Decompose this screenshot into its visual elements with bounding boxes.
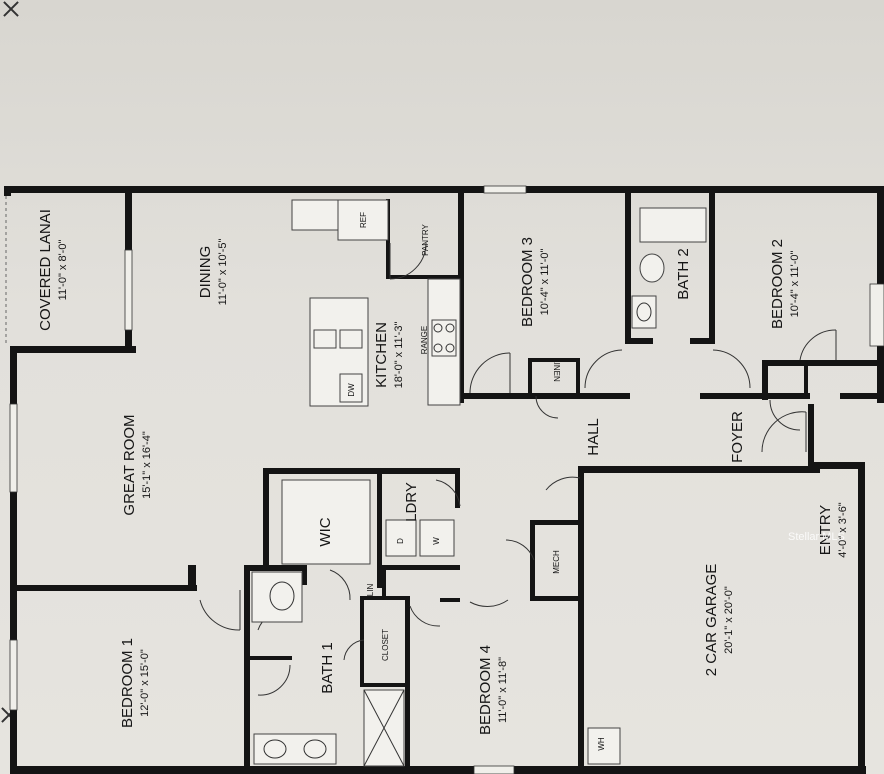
room-dims: 4'-0" x 3'-6" bbox=[837, 502, 849, 558]
great-room: GREAT ROOM 15'-1" x 16'-4" bbox=[121, 414, 153, 515]
ref-label: REF bbox=[359, 212, 368, 228]
room-name: BEDROOM 4 bbox=[477, 645, 494, 735]
windows bbox=[9, 185, 884, 774]
closet-label: CLOSET bbox=[381, 629, 390, 661]
room-dims: 11'-0" x 11'-8" bbox=[497, 657, 509, 723]
water-heater bbox=[587, 727, 621, 765]
room-name: FOYER bbox=[729, 411, 746, 463]
svg-text:D: D bbox=[396, 538, 405, 544]
svg-text:CLOSET: CLOSET bbox=[381, 629, 390, 661]
linen-label: LINEN bbox=[552, 358, 561, 382]
room-dims: 12'-0" x 15'-0" bbox=[139, 649, 151, 717]
bath-1: BATH 1 bbox=[319, 642, 336, 693]
svg-text:WH: WH bbox=[597, 737, 606, 751]
hall: HALL bbox=[585, 418, 602, 456]
watermark-logo: Stellar MLS bbox=[788, 531, 845, 543]
room-name: LDRY bbox=[403, 482, 420, 522]
covered-lanai: COVERED LANAI 11'-0" x 8'-0" bbox=[37, 209, 69, 331]
bedroom-3: BEDROOM 3 10'-4" x 11'-0" bbox=[519, 237, 551, 327]
garage: 2 CAR GARAGE 20'-1" x 20'-0" bbox=[703, 564, 735, 677]
room-name: BATH 2 bbox=[675, 248, 692, 299]
kitchen: KITCHEN 18'-0" x 11'-3" bbox=[373, 321, 405, 388]
svg-text:PANTRY: PANTRY bbox=[421, 223, 430, 255]
laundry: LDRY bbox=[403, 482, 420, 522]
room-name: 2 CAR GARAGE bbox=[703, 564, 720, 677]
room-name: BEDROOM 2 bbox=[769, 239, 786, 329]
bath2-fixtures bbox=[631, 207, 707, 329]
room-name: GREAT ROOM bbox=[121, 414, 138, 515]
lin-label: LIN bbox=[366, 584, 375, 597]
svg-text:W: W bbox=[432, 537, 441, 545]
room-name: ENTRY bbox=[817, 505, 834, 556]
bath-2: BATH 2 bbox=[675, 248, 692, 299]
svg-text:LINEN: LINEN bbox=[552, 358, 561, 382]
pantry-label: PANTRY bbox=[421, 223, 430, 255]
room-name: KITCHEN bbox=[373, 322, 390, 388]
room-dims: 10'-4" x 11'-0" bbox=[539, 248, 551, 315]
wic: WIC bbox=[317, 517, 334, 546]
room-dims: 10'-4" x 11'-0" bbox=[789, 250, 801, 317]
dryer-label: D bbox=[396, 538, 405, 544]
room-name: COVERED LANAI bbox=[37, 209, 54, 331]
dw-label: DW bbox=[347, 383, 356, 397]
room-name: BEDROOM 3 bbox=[519, 237, 536, 327]
kitchen-fixtures bbox=[291, 199, 461, 407]
bedroom-2: BEDROOM 2 10'-4" x 11'-0" bbox=[769, 239, 801, 329]
room-dims: 18'-0" x 11'-3" bbox=[393, 321, 405, 388]
svg-text:RANGE: RANGE bbox=[420, 326, 429, 354]
wh-label: WH bbox=[597, 737, 606, 751]
room-name: DINING bbox=[197, 246, 214, 299]
room-dims: 11'-0" x 10'-5" bbox=[217, 238, 229, 305]
svg-text:DW: DW bbox=[347, 383, 356, 397]
range-label: RANGE bbox=[420, 326, 429, 354]
room-name: BEDROOM 1 bbox=[119, 638, 136, 728]
foyer: FOYER bbox=[729, 411, 746, 463]
room-name: BATH 1 bbox=[319, 642, 336, 693]
dining: DINING 11'-0" x 10'-5" bbox=[197, 238, 229, 305]
room-dims: 20'-1" x 20'-0" bbox=[723, 586, 735, 654]
svg-text:LIN: LIN bbox=[366, 584, 375, 597]
svg-text:MECH: MECH bbox=[552, 550, 561, 574]
room-dims: 11'-0" x 8'-0" bbox=[57, 240, 69, 301]
bedroom-1: BEDROOM 1 12'-0" x 15'-0" bbox=[119, 638, 151, 728]
washer-label: W bbox=[432, 537, 441, 545]
room-name: HALL bbox=[585, 418, 602, 456]
mech-label: MECH bbox=[552, 550, 561, 574]
room-dims: 15'-1" x 16'-4" bbox=[141, 431, 153, 499]
svg-text:REF: REF bbox=[359, 212, 368, 228]
room-name: WIC bbox=[317, 517, 334, 546]
door-swings bbox=[199, 329, 837, 696]
bedroom-4: BEDROOM 4 11'-0" x 11'-8" bbox=[477, 645, 509, 735]
entry: ENTRY 4'-0" x 3'-6" bbox=[817, 502, 849, 558]
bath1-fixtures bbox=[251, 479, 455, 767]
